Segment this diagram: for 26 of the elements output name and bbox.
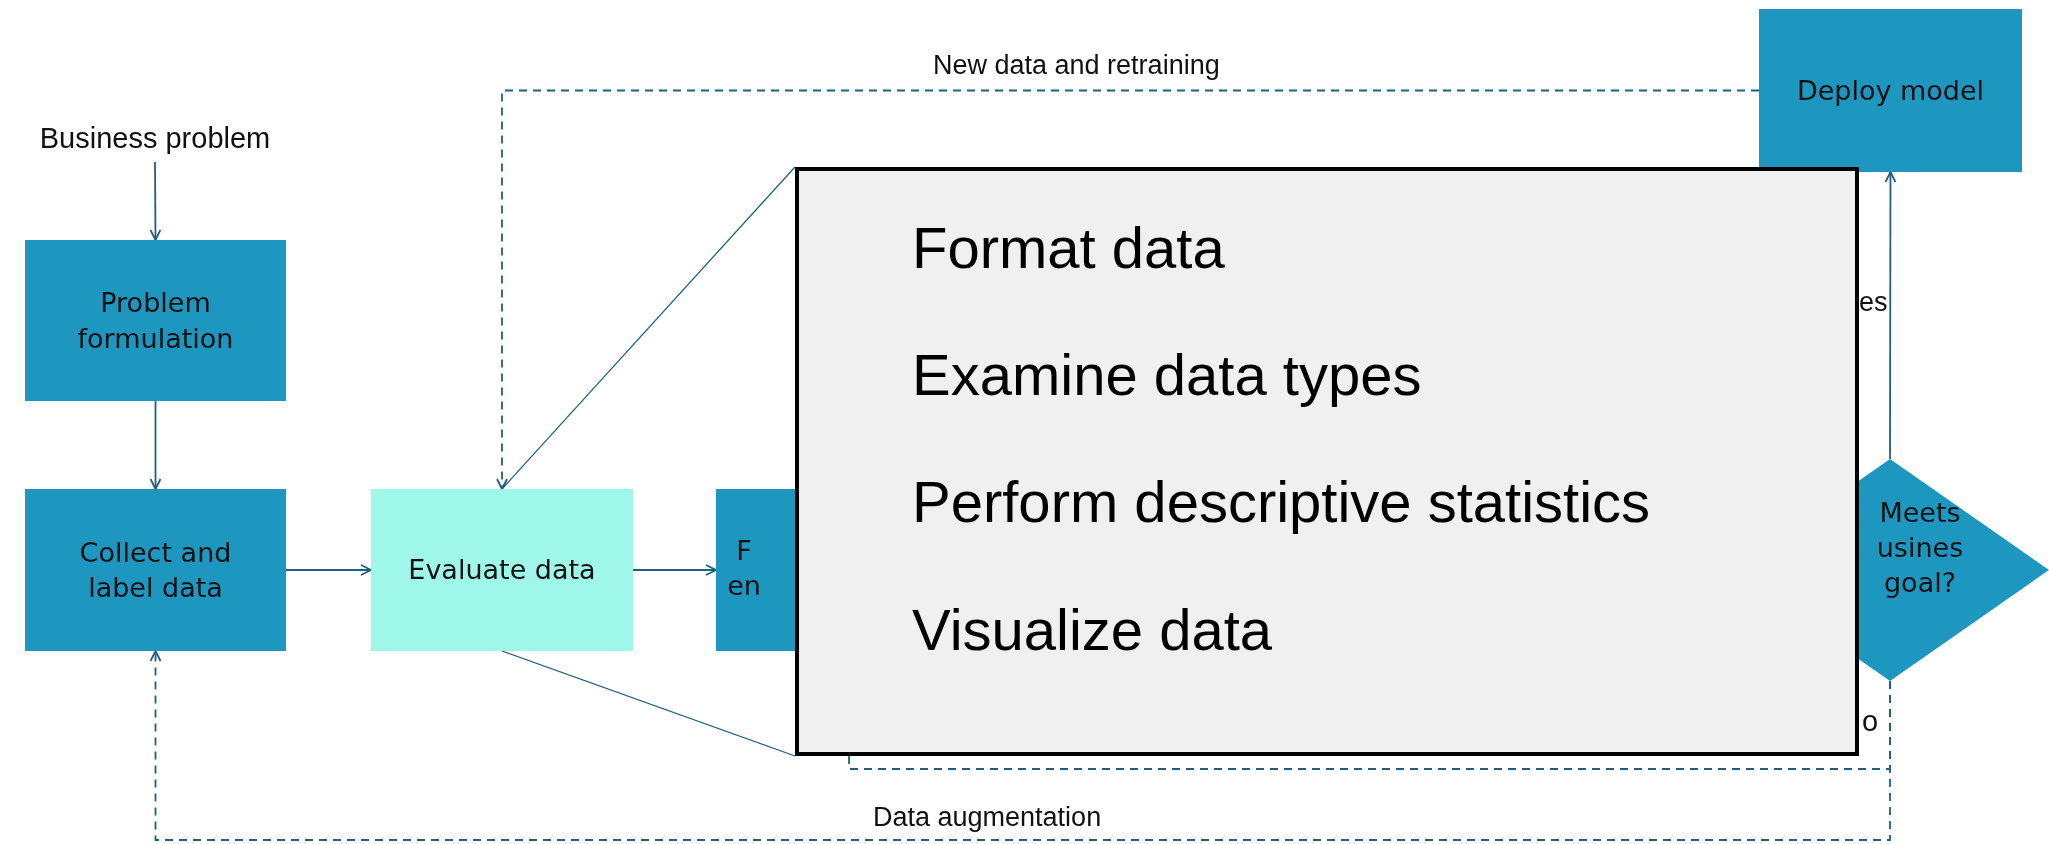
decision-label: Meets usines goal? xyxy=(1875,496,1965,601)
arrow xyxy=(149,400,162,490)
input-label: Business problem xyxy=(14,122,296,162)
arrow xyxy=(632,564,717,576)
arrow xyxy=(496,89,1760,490)
process-box xyxy=(716,489,795,651)
edge-label: Data augmentation xyxy=(873,802,1102,833)
edge-label: es xyxy=(1859,287,1888,318)
callout-item: Examine data types xyxy=(912,341,1422,410)
process-box: Collect and label data xyxy=(25,489,286,651)
arrow xyxy=(149,161,162,241)
leader-line xyxy=(501,166,796,490)
process-box: Evaluate data xyxy=(371,489,633,651)
callout-box xyxy=(795,167,1859,756)
box-label: F en xyxy=(726,534,762,604)
callout-item: Visualize data xyxy=(912,595,1273,664)
arrow xyxy=(149,650,1891,841)
callout-item: Perform descriptive statistics xyxy=(912,468,1651,537)
leader-line xyxy=(501,650,796,757)
arrow xyxy=(1884,171,1897,460)
arrow xyxy=(285,564,372,576)
process-box: Deploy model xyxy=(1759,9,2022,172)
callout-item: Format data xyxy=(912,214,1225,282)
text-fragment: o xyxy=(1862,705,1879,738)
process-box: Problem formulation xyxy=(25,240,286,401)
edge-label: New data and retraining xyxy=(933,50,1220,81)
